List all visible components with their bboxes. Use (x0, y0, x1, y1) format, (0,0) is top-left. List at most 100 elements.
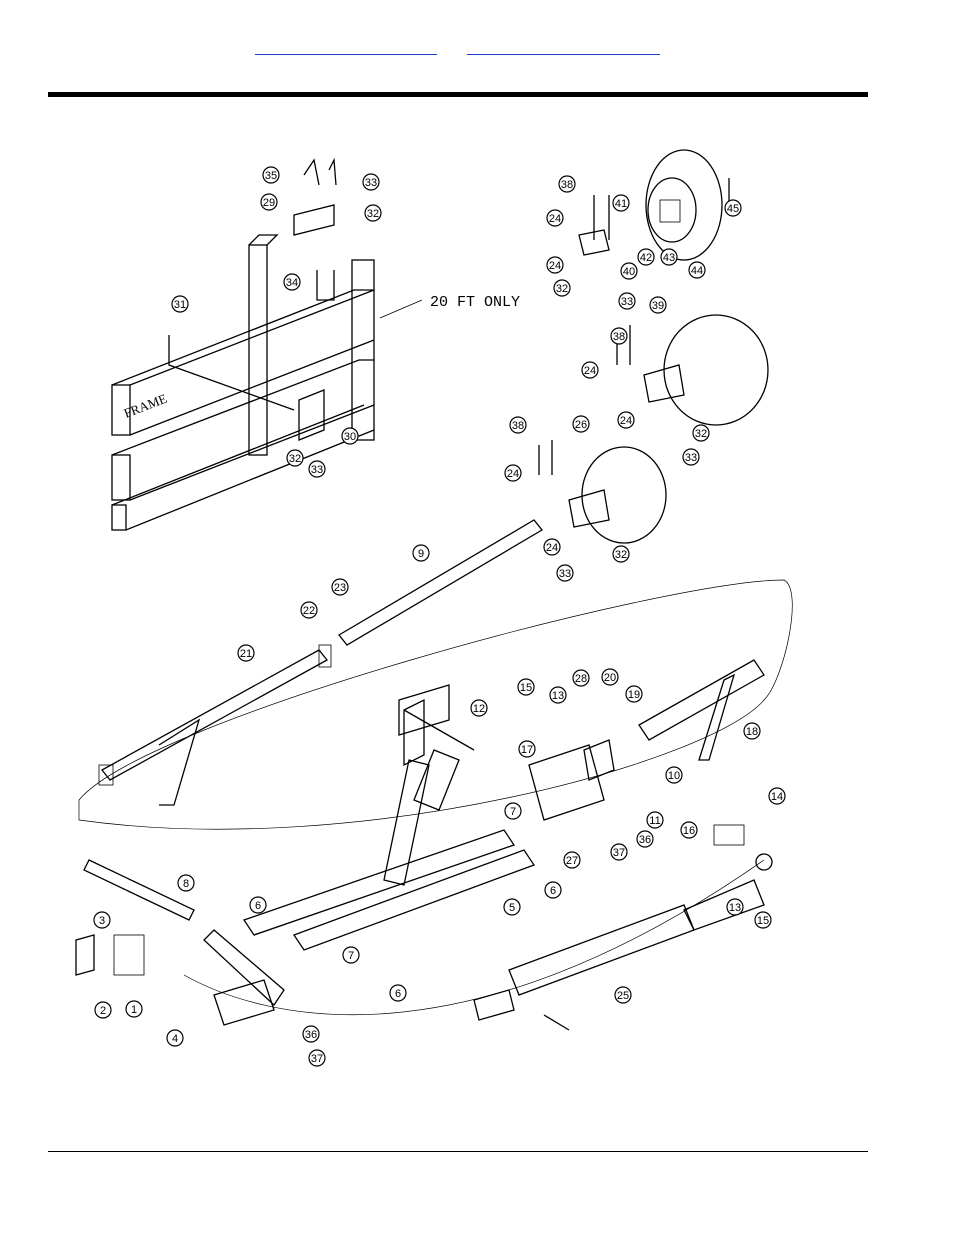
svg-text:32: 32 (695, 428, 707, 440)
svg-text:44: 44 (691, 265, 703, 277)
callout-32b: 32 (286, 449, 304, 467)
callout-24c: 24 (581, 361, 599, 379)
callout-23: 23 (331, 578, 349, 596)
svg-text:24: 24 (549, 213, 561, 225)
svg-text:13: 13 (552, 690, 564, 702)
header-link-right[interactable] (467, 40, 660, 55)
svg-text:37: 37 (311, 1053, 323, 1065)
callout-36: 36 (636, 830, 654, 848)
svg-text:15: 15 (520, 682, 532, 694)
svg-text:33: 33 (685, 452, 697, 464)
header-link-left[interactable] (255, 40, 437, 55)
svg-text:42: 42 (640, 252, 652, 264)
callout-10: 10 (665, 766, 683, 784)
callout-7b: 7 (342, 946, 360, 964)
callout-3: 3 (93, 911, 111, 929)
callout-41: 41 (612, 194, 630, 212)
callout-33c: 33 (618, 292, 636, 310)
svg-text:33: 33 (559, 568, 571, 580)
callout-28: 28 (572, 669, 590, 687)
svg-text:33: 33 (365, 177, 377, 189)
callout-40: 40 (620, 262, 638, 280)
callout-15b: 15 (754, 911, 772, 929)
callout-21: 21 (237, 644, 255, 662)
callout-32e: 32 (612, 545, 630, 563)
svg-text:24: 24 (549, 260, 561, 272)
callout-13b: 13 (726, 898, 744, 916)
svg-text:18: 18 (746, 726, 758, 738)
callout-6c: 6 (389, 984, 407, 1002)
callout-4: 4 (166, 1029, 184, 1047)
callout-14: 14 (768, 787, 786, 805)
svg-text:1: 1 (131, 1004, 137, 1016)
svg-text:3: 3 (99, 915, 105, 927)
callout-19: 19 (625, 685, 643, 703)
svg-text:30: 30 (344, 431, 356, 443)
callout-24b: 24 (546, 256, 564, 274)
svg-text:24: 24 (620, 415, 632, 427)
callout-16: 16 (680, 821, 698, 839)
callout-39: 39 (649, 296, 667, 314)
svg-text:34: 34 (286, 277, 298, 289)
callout-32: 32 (364, 204, 382, 222)
parts-diagram-svg: FRAME 20 FT ONLY (75, 149, 793, 1067)
callout-24d: 24 (617, 411, 635, 429)
svg-text:15: 15 (757, 915, 769, 927)
callout-38c: 38 (509, 416, 527, 434)
svg-text:35: 35 (265, 170, 277, 182)
callout-45: 45 (724, 199, 742, 217)
callout-31: 31 (171, 295, 189, 313)
callout-37: 37 (610, 843, 628, 861)
svg-text:6: 6 (395, 988, 401, 1000)
svg-text:38: 38 (613, 331, 625, 343)
callout-38: 38 (558, 175, 576, 193)
callout-32c: 32 (553, 279, 571, 297)
callout-6b: 6 (249, 896, 267, 914)
callout-15: 15 (517, 678, 535, 696)
svg-text:39: 39 (652, 300, 664, 312)
svg-text:38: 38 (512, 420, 524, 432)
callout-24e: 24 (504, 464, 522, 482)
callout-42: 42 (637, 248, 655, 266)
svg-text:37: 37 (613, 847, 625, 859)
svg-text:7: 7 (348, 950, 354, 962)
callout-17: 17 (518, 740, 536, 758)
svg-text:11: 11 (649, 815, 660, 827)
callout-18: 18 (743, 722, 761, 740)
svg-text:33: 33 (311, 464, 323, 476)
callout-5: 5 (503, 898, 521, 916)
callout-33e: 33 (556, 564, 574, 582)
callout-29: 29 (260, 193, 278, 211)
callout-22: 22 (300, 601, 318, 619)
callout-7: 7 (504, 802, 522, 820)
svg-text:32: 32 (556, 283, 568, 295)
callout-35: 35 (262, 166, 280, 184)
svg-text:2: 2 (100, 1005, 106, 1017)
callout-20: 20 (601, 668, 619, 686)
svg-text:31: 31 (174, 299, 186, 311)
disc-assemblies (538, 149, 769, 544)
callout-8: 8 (177, 874, 195, 892)
svg-text:10: 10 (668, 770, 680, 782)
svg-text:26: 26 (575, 419, 587, 431)
svg-text:32: 32 (615, 549, 627, 561)
svg-text:43: 43 (663, 252, 675, 264)
svg-text:24: 24 (507, 468, 519, 480)
callout-30: 30 (341, 427, 359, 445)
callout-24: 24 (546, 209, 564, 227)
header-links (255, 40, 665, 56)
callout-32d: 32 (692, 424, 710, 442)
svg-text:24: 24 (546, 542, 558, 554)
svg-text:6: 6 (550, 885, 556, 897)
callout-2: 2 (94, 1001, 112, 1019)
svg-text:21: 21 (240, 648, 252, 660)
callout-13: 13 (549, 686, 567, 704)
svg-text:14: 14 (771, 791, 783, 803)
svg-text:17: 17 (521, 744, 533, 756)
svg-text:29: 29 (263, 197, 275, 209)
svg-text:40: 40 (623, 266, 635, 278)
svg-text:22: 22 (303, 605, 315, 617)
svg-text:38: 38 (561, 179, 573, 191)
svg-text:24: 24 (584, 365, 596, 377)
callout-44: 44 (688, 261, 706, 279)
